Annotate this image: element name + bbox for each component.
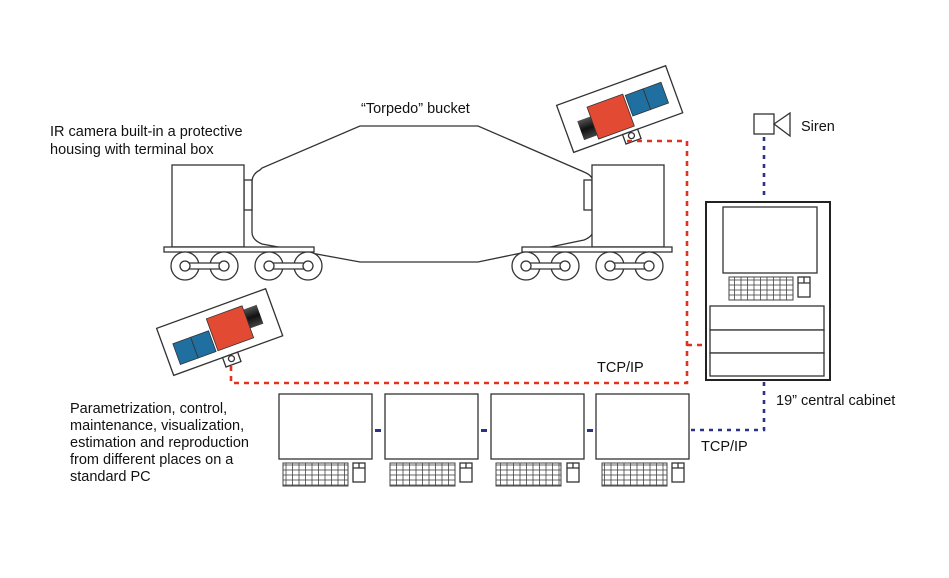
workstation <box>384 393 479 487</box>
pc-monitor <box>490 393 585 460</box>
cabinet-monitor <box>722 206 818 274</box>
pc-description-line4: from different places on a <box>70 452 234 468</box>
camera-panel <box>642 81 670 110</box>
pc-monitor <box>595 393 690 460</box>
cabinet-link-blue <box>690 382 766 432</box>
right-wagon <box>511 164 673 281</box>
torpedo-bucket <box>243 125 595 263</box>
workstation <box>278 393 373 487</box>
pc-keyboard <box>282 462 349 487</box>
workstation <box>490 393 585 487</box>
wheel-set <box>170 251 323 281</box>
central-cabinet <box>705 201 831 381</box>
pc-monitor <box>278 393 373 460</box>
ir-camera-label-line1: IR camera built-in a protective <box>50 124 243 140</box>
right-coupler <box>583 179 593 211</box>
pc-keyboard <box>389 462 456 487</box>
pc-link-blue <box>481 429 487 432</box>
wheel-set <box>511 251 664 281</box>
pc-description-line5: standard PC <box>70 469 151 485</box>
ir-camera-bottom <box>155 287 284 377</box>
siren-icon <box>753 111 791 138</box>
tcpip-label-top: TCP/IP <box>597 360 644 376</box>
pc-description-line2: maintenance, visualization, <box>70 418 244 434</box>
pc-description-line3: estimation and reproduction <box>70 435 249 451</box>
cabinet-keyboard <box>728 276 794 301</box>
left-wagon <box>163 164 323 281</box>
pc-link-blue <box>375 429 381 432</box>
pc-keyboard <box>601 462 668 487</box>
torpedo-label: “Torpedo” bucket <box>361 101 470 117</box>
pc-link-blue <box>587 429 593 432</box>
pc-monitor <box>384 393 479 460</box>
ir-camera-top <box>555 64 684 154</box>
pc-keyboard <box>495 462 562 487</box>
camera-panel <box>190 330 217 359</box>
workstation <box>595 393 690 487</box>
cabinet-label: 19” central cabinet <box>776 393 895 409</box>
camera-body <box>586 93 635 140</box>
pc-description-line1: Parametrization, control, <box>70 401 227 417</box>
tcpip-label-bottom: TCP/IP <box>701 439 748 455</box>
siren-label: Siren <box>801 119 835 135</box>
camera-link-red <box>229 139 689 385</box>
camera-body <box>205 305 255 352</box>
ir-camera-label-line2: housing with terminal box <box>50 142 214 158</box>
left-coupler <box>243 179 253 211</box>
